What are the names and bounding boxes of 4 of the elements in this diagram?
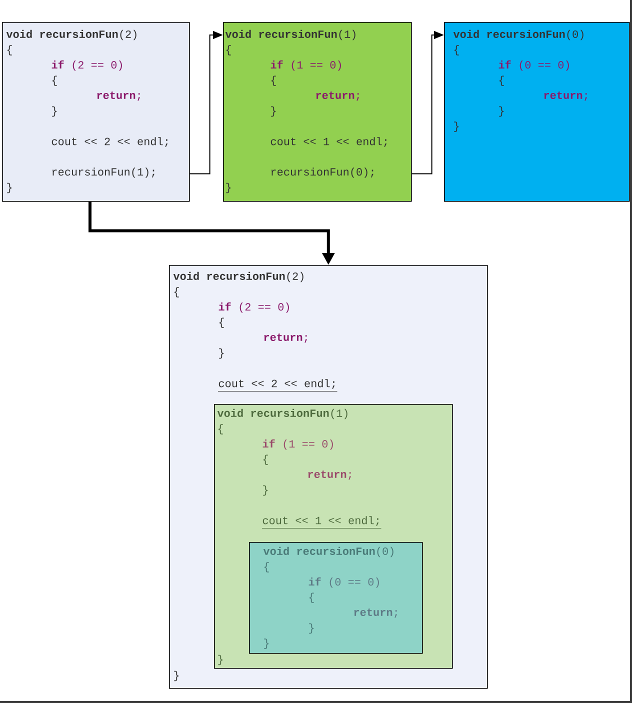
code-box: void recursionFun(0) { if (0 == 0) { return; } } <box>444 22 630 202</box>
code-box: void recursionFun(0) { if (0 == 0) { return; } } <box>249 542 423 654</box>
code-box: void recursionFun(1) { if (1 == 0) { return; } cout << 1 << endl; recursionFun(0); } <box>223 22 412 202</box>
code-box: void recursionFun(2) { if (2 == 0) { return; } cout << 2 << endl; recursionFun(1); } <box>2 22 190 202</box>
